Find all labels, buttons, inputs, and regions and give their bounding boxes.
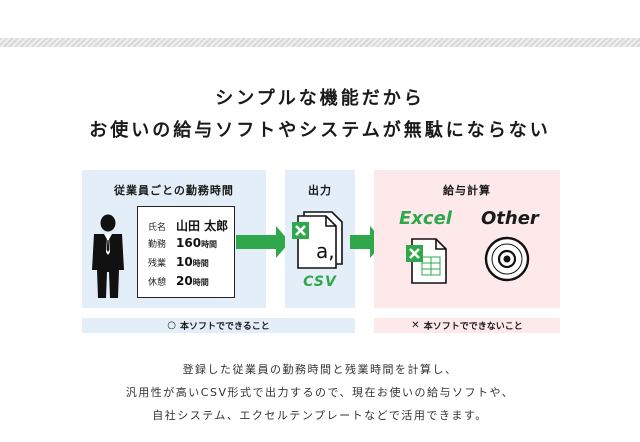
headline-line-2: お使いの給与ソフトやシステムが無駄にならない — [89, 120, 551, 141]
note-can-do-text: 本ソフトでできること — [179, 322, 270, 332]
record-value: 20 — [176, 274, 193, 288]
record-unit: 時間 — [192, 278, 209, 287]
record-row-overtime: 残業 10時間 — [148, 255, 209, 269]
cross-icon: ✕ — [411, 320, 420, 331]
payroll-panel: 給与計算 — [374, 170, 560, 308]
record-unit: 時間 — [201, 240, 218, 249]
record-row-break: 休憩 20時間 — [148, 274, 209, 288]
record-label: 残業 — [148, 259, 167, 269]
record-label: 休憩 — [148, 278, 167, 288]
description-line-2: 汎用性が高いCSV形式で出力するので、現在お使いの給与ソフトや、 — [125, 386, 515, 399]
top-decorative-band — [0, 38, 640, 47]
payroll-title: 給与計算 — [443, 184, 491, 197]
csv-file-icon: a, — [292, 211, 343, 269]
record-unit: 時間 — [192, 259, 209, 268]
csv-label: CSV — [303, 274, 337, 290]
record-row-name: 氏名山田 太郎 — [148, 217, 228, 234]
description-line-3: 自社システム、エクセルテンプレートなどで活用できます。 — [152, 409, 488, 422]
record-value: 160 — [176, 236, 202, 250]
circle-icon: ○ — [167, 320, 176, 331]
description-line-1: 登録した従業員の勤務時間と残業時間を計算し、 — [182, 363, 458, 376]
record-label: 氏名 — [148, 223, 167, 233]
disc-icon — [484, 236, 530, 282]
excel-label: Excel — [399, 208, 452, 229]
arrow-right-icon — [236, 226, 290, 258]
csv-file-glyph: a, — [316, 239, 335, 263]
other-label: Other — [481, 208, 539, 229]
record-value: 10 — [176, 255, 193, 269]
note-can-do: ○ 本ソフトでできること — [82, 318, 355, 333]
working-hours-title: 従業員ごとの勤務時間 — [114, 184, 234, 197]
note-cannot-do-text: 本ソフトでできないこと — [423, 322, 523, 332]
output-title: 出力 — [308, 184, 332, 197]
person-icon — [92, 214, 124, 298]
record-row-work: 勤務 160時間 — [148, 236, 217, 250]
record-value: 山田 太郎 — [176, 219, 229, 233]
note-cannot-do: ✕ 本ソフトでできないこと — [374, 318, 560, 333]
record-label: 勤務 — [148, 240, 167, 250]
excel-file-icon — [406, 238, 447, 284]
headline-line-1: シンプルな機能だから — [215, 88, 425, 109]
